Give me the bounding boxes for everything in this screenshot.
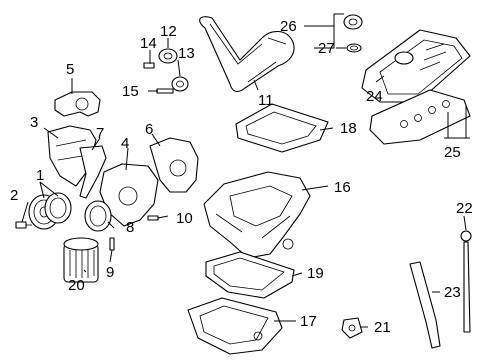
dipstick-tube: [409, 261, 441, 349]
leader-lines: [21, 13, 470, 328]
callout-17: 17: [300, 313, 317, 330]
filter-bolt: [109, 237, 115, 251]
callout-11: 11: [258, 92, 274, 109]
callout-18: 18: [340, 120, 357, 137]
callout-16: 16: [334, 179, 351, 196]
upper-timing-cover: [54, 91, 101, 117]
dipstick: [460, 230, 472, 333]
callout-13: 13: [178, 45, 195, 62]
timing-belt: [199, 16, 295, 93]
callout-9: 9: [106, 264, 114, 281]
callout-8: 8: [126, 219, 134, 236]
timing-belt-guard: [79, 145, 107, 199]
rear-timing-cover: [149, 137, 199, 193]
crankshaft-pulley: [28, 192, 72, 230]
callout-20: 20: [68, 277, 85, 294]
idler-bolt: [156, 88, 174, 94]
callout-19: 19: [307, 265, 324, 282]
crankshaft-bolt: [15, 221, 32, 229]
oil-pan-gasket: [205, 251, 295, 299]
callout-14: 14: [140, 35, 157, 52]
callout-26: 26: [280, 18, 297, 35]
idler-pulley: [171, 76, 189, 92]
upper-oil-pan: [203, 171, 311, 259]
crankshaft-sprocket: [84, 200, 112, 232]
callout-27: 27: [318, 40, 335, 57]
callout-4: 4: [121, 135, 129, 152]
oil-filler-cap: [343, 14, 363, 30]
callout-15: 15: [122, 83, 139, 100]
callout-22: 22: [456, 200, 473, 217]
tensioner-bolt: [143, 62, 155, 69]
callout-21: 21: [374, 319, 391, 336]
callout-2: 2: [10, 187, 18, 204]
callout-12: 12: [160, 23, 177, 40]
oil-level-sender: [341, 317, 363, 339]
callout-23: 23: [444, 284, 461, 301]
valve-cover-gasket: [235, 103, 329, 153]
callout-5: 5: [66, 61, 74, 78]
callout-3: 3: [30, 114, 38, 131]
callout-labels: 1 2 3 4 5 6 7 8 9 10 11 12 13 14 15 16 1…: [10, 18, 473, 336]
callout-24: 24: [366, 88, 383, 105]
callout-6: 6: [145, 121, 153, 138]
callout-10: 10: [176, 210, 193, 227]
head-cover-gasket: [369, 89, 471, 145]
lower-oil-pan: [187, 297, 283, 355]
belt-tensioner: [158, 48, 178, 64]
cover-bolt: [147, 215, 159, 221]
cylinder-head-cover: [361, 29, 471, 103]
callout-1: 1: [36, 167, 44, 184]
callout-7: 7: [96, 125, 104, 142]
lower-timing-cover: [99, 163, 159, 227]
oil-filter: [63, 237, 99, 283]
cap-seal: [346, 43, 362, 53]
callout-25: 25: [444, 144, 461, 161]
